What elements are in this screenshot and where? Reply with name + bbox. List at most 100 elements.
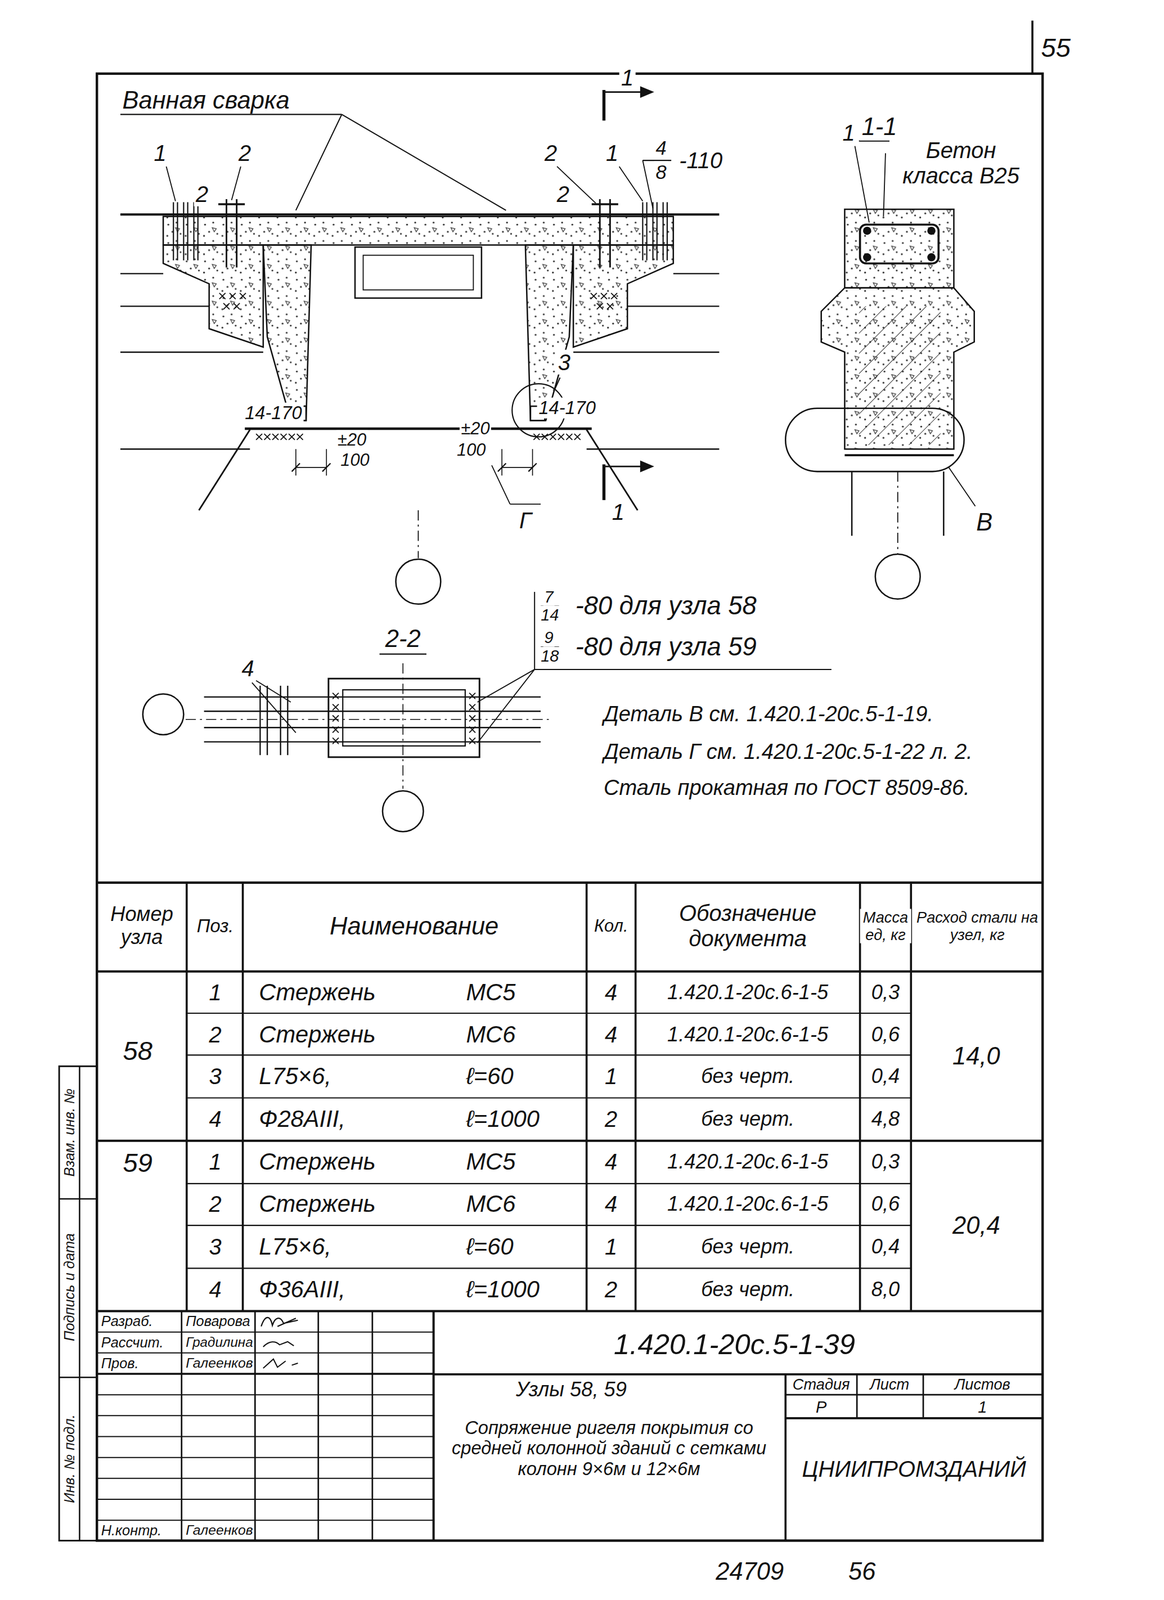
weld-mark (332, 704, 339, 711)
table-cell-box: 3 (207, 1063, 224, 1090)
drawing-label-box: Деталь В см. 1.420.1-20с.5-1-19. (601, 702, 936, 727)
side-stamp-line (78, 1066, 81, 1541)
drawing-label-box: Бетон класса В25 (889, 137, 1033, 188)
drawing-label-box: ±20 (459, 418, 492, 439)
drawing-label-box: 4 (239, 655, 256, 681)
table-cell-box: Стержень (257, 1021, 378, 1048)
weld-mark (469, 715, 476, 722)
table-cell-box: 1 (603, 1063, 620, 1090)
drawing-label-box: 55 (1039, 33, 1073, 64)
axis-line (418, 510, 420, 559)
table-cell: Кол. (592, 916, 629, 937)
rebar (176, 201, 178, 260)
drawing-label: 100 (455, 439, 488, 460)
table-line (909, 882, 912, 1312)
title-block-line (785, 1417, 1043, 1420)
weld-mark (574, 433, 581, 440)
weld-mark (219, 293, 226, 300)
table-cell-box: 2 (207, 1021, 224, 1047)
rebar (204, 710, 541, 712)
axis-marker (875, 554, 921, 600)
column-plate (244, 427, 592, 430)
drawing-label: -110 (677, 147, 725, 173)
column-head (586, 429, 638, 511)
concrete-rib (525, 245, 574, 421)
weld-mark (332, 693, 339, 700)
title-block-text-box: Сопряжение ригеля покрытия со средней ко… (440, 1417, 777, 1480)
concrete-topping (844, 209, 954, 289)
table-cell: 8,0 (869, 1278, 902, 1302)
drawing-label-box: 2-2 (383, 625, 423, 653)
drawing-label-box: 14-170 (243, 402, 304, 424)
table-cell-box: 4 (603, 980, 620, 1006)
title-block-line (317, 1310, 319, 1541)
table-line (185, 882, 188, 1312)
leader-line (619, 166, 644, 202)
drawing-line (627, 305, 719, 307)
drawing-label-box: -80 для узла 58 (573, 591, 759, 621)
weld-mark (332, 737, 339, 744)
table-line (186, 1267, 911, 1269)
table-cell-box: 1.420.1-20с.6-1-5 (665, 1192, 830, 1216)
stirrup (266, 685, 268, 755)
table-cell: Наименование (327, 912, 501, 941)
table-cell-box: 1 (207, 1149, 224, 1175)
drawing-label-box: 2 (236, 140, 254, 166)
drawing-label-box: 1 (840, 119, 857, 146)
axis-marker (142, 693, 184, 735)
table-cell: 20,4 (950, 1211, 1003, 1239)
table-cell-box: 1 (207, 980, 224, 1006)
extension-line (501, 448, 503, 476)
table-cell-box: 0,3 (869, 1150, 902, 1174)
drawing-label-box: Ванная сварка (120, 86, 292, 114)
title-block-text-box: Листов (953, 1375, 1012, 1393)
table-cell-box: Стержень (257, 1190, 378, 1217)
title-block-line (785, 1394, 1043, 1396)
weld-mark (600, 293, 608, 300)
weld-mark (280, 433, 287, 440)
drawing-label: 2 (236, 140, 254, 166)
table-cell: 2 (603, 1106, 620, 1132)
leader-line (341, 114, 506, 210)
title-block-text-box: Рассчит. (100, 1334, 165, 1351)
rebar (187, 201, 189, 260)
table-cell: 0,4 (869, 1235, 902, 1259)
table-cell-box: без черт. (699, 1278, 797, 1302)
drawing-label: 7 (542, 587, 555, 606)
drawing-label: 1 (840, 119, 857, 146)
weld-mark (541, 433, 548, 440)
rebar (641, 201, 644, 260)
table-cell: 59 (120, 1148, 155, 1179)
title-block-text-box: Пров. (100, 1354, 141, 1371)
table-cell-box: 3 (207, 1234, 224, 1260)
leader-line (491, 465, 511, 505)
drawing-label: 1-1 (859, 112, 900, 141)
table-cell: МС5 (464, 979, 518, 1006)
table-cell: 1.420.1-20с.6-1-5 (665, 981, 830, 1005)
title-block-line (254, 1310, 256, 1541)
table-line (96, 970, 1043, 973)
table-line (96, 1139, 1043, 1143)
title-block-text-box: ЦНИИПРОМЗДАНИЙ (800, 1456, 1028, 1482)
title-block-text: Градилина (184, 1335, 254, 1351)
table-line (585, 882, 588, 1312)
weld-mark (239, 293, 246, 300)
extension-line (532, 448, 534, 476)
side-stamp-text-box: Инв. № подл. (61, 1413, 78, 1505)
stirrup (286, 685, 289, 755)
table-cell: 1.420.1-20с.6-1-5 (665, 1022, 830, 1046)
weld-mark (558, 433, 565, 440)
title-block-text-box: Узлы 58, 59 (514, 1377, 629, 1401)
table-cell-box: 58 (120, 1035, 155, 1066)
archive-number-box: 56 (846, 1557, 878, 1585)
title-block-line (96, 1477, 434, 1480)
title-block-line (371, 1310, 374, 1541)
weld-mark (469, 737, 476, 744)
drawing-label: 9 (542, 628, 555, 647)
rebar (652, 201, 654, 260)
table-line (96, 881, 1043, 884)
title-block-text-box: Р (814, 1397, 829, 1416)
table-cell: без черт. (699, 1107, 797, 1131)
weld-mark (607, 303, 614, 310)
